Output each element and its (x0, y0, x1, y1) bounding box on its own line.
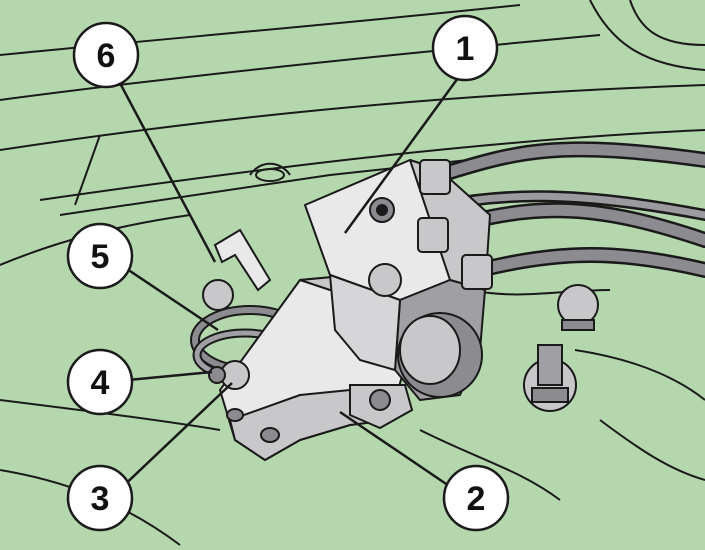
leader-line-5 (120, 263, 219, 332)
callout-1: 1 (431, 14, 499, 82)
fasteners (202, 263, 599, 430)
callout-label-2: 2 (467, 480, 486, 518)
callout-3: 3 (66, 464, 134, 532)
callout-label-5: 5 (91, 238, 110, 276)
callout-4: 4 (66, 348, 134, 416)
leader-line-3 (116, 382, 233, 493)
callout-6: 6 (72, 21, 140, 89)
leader-line-1 (343, 77, 460, 234)
leader-line-2 (339, 410, 459, 494)
callout-label-6: 6 (97, 37, 116, 75)
leader-line-4 (127, 370, 213, 382)
callout-2: 2 (442, 464, 510, 532)
callout-label-1: 1 (456, 30, 475, 68)
hydraulic-unit (304, 159, 491, 401)
callout-label-4: 4 (91, 364, 110, 402)
callout-label-3: 3 (91, 480, 110, 518)
leader-lines (116, 77, 460, 494)
leader-line-6 (119, 84, 217, 263)
pipe-union-nuts (417, 159, 493, 290)
callout-5: 5 (66, 222, 134, 290)
retaining-clip (213, 228, 272, 292)
